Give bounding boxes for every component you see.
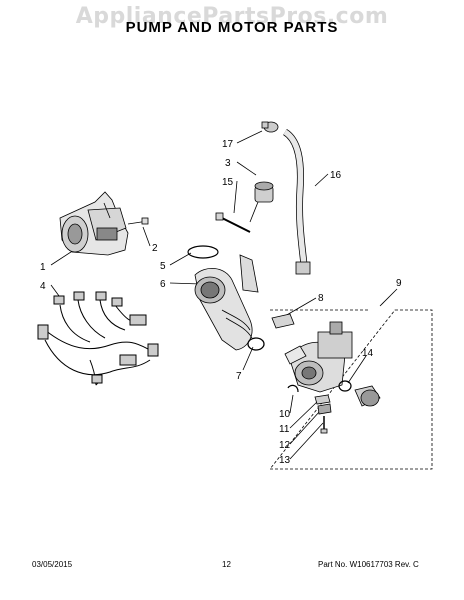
tub-hose-illustration [194, 254, 259, 351]
page-title: PUMP AND MOTOR PARTS [125, 19, 339, 36]
leader-3 [236, 161, 257, 176]
leader-16 [314, 173, 329, 187]
leader-7 [242, 346, 254, 371]
callout-3: 3 [225, 158, 231, 169]
seal-illustration [247, 337, 265, 351]
callout-16: 16 [330, 170, 342, 181]
leader-10 [289, 394, 294, 414]
callout-12: 12 [279, 440, 291, 451]
leader-13 [289, 422, 324, 460]
hose-clamp-illustration [261, 121, 279, 133]
footer-date: 03/05/2015 [32, 560, 73, 569]
footer-part-number: Part No. W10617703 Rev. C [318, 560, 419, 569]
callout-10: 10 [279, 409, 291, 420]
callout-7: 7 [236, 371, 242, 382]
pump-assembly-box [269, 309, 433, 470]
wire-harness-illustration [37, 291, 159, 386]
clamp-illustration [187, 245, 219, 259]
callout-2: 2 [152, 243, 158, 254]
clip-illustration [271, 313, 295, 329]
leader-5 [169, 252, 192, 266]
plug-illustration [249, 181, 274, 223]
footer-page-number: 12 [222, 560, 231, 569]
leader-9 [379, 288, 398, 307]
leader-15 [233, 180, 238, 214]
leader-2 [142, 226, 151, 247]
callout-11: 11 [279, 424, 290, 435]
callout-8: 8 [318, 293, 324, 304]
long-bolt-illustration [215, 212, 251, 233]
motor-bolt-illustration [127, 217, 149, 225]
pump-illustration [284, 321, 353, 393]
callout-1: 1 [40, 262, 46, 273]
leader-1 [50, 249, 75, 266]
leader-12 [289, 410, 321, 445]
leader-6 [169, 282, 202, 285]
callout-15: 15 [222, 177, 234, 188]
leader-17 [236, 130, 263, 144]
small-parts-illustration [287, 384, 332, 434]
callout-5: 5 [160, 261, 166, 272]
drain-hose-illustration [282, 129, 311, 275]
motor-illustration [59, 191, 129, 256]
callout-13: 13 [279, 455, 291, 466]
leader-11 [289, 400, 319, 429]
callout-9: 9 [396, 278, 402, 289]
callout-6: 6 [160, 279, 166, 290]
watermark: AppliancePartsPros.com [75, 4, 389, 29]
callout-14: 14 [362, 348, 374, 359]
filter-illustration [338, 380, 381, 407]
leader-8 [284, 297, 317, 317]
callout-4: 4 [40, 281, 46, 292]
leader-14 [347, 355, 367, 384]
callout-17: 17 [222, 139, 234, 150]
